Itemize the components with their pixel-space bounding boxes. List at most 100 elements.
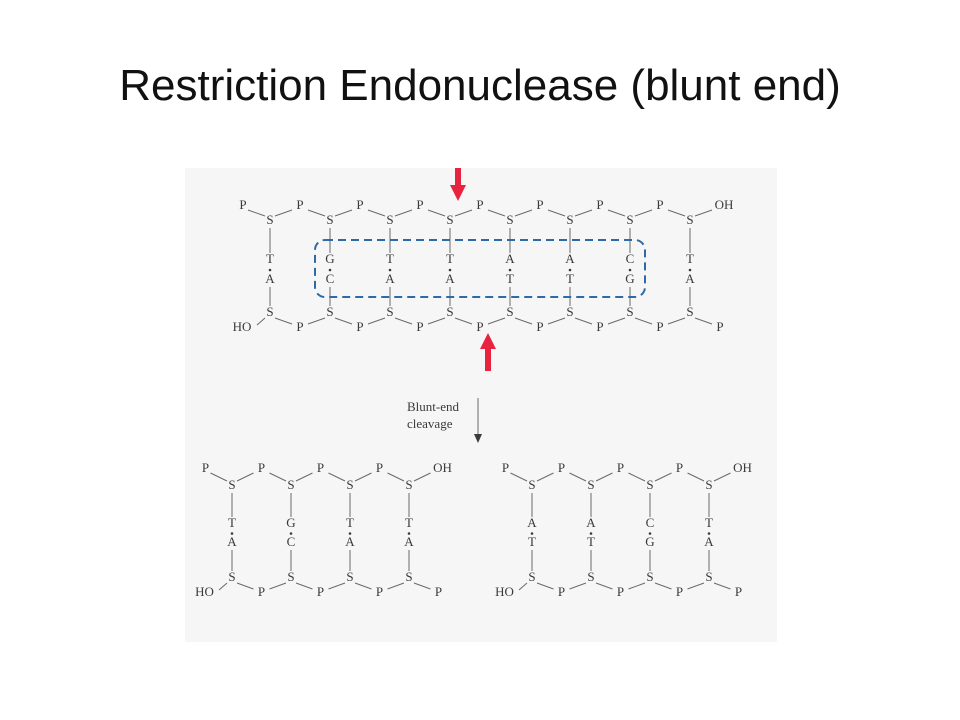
original-base-top: T — [386, 251, 394, 266]
original-base-bottom: A — [265, 271, 275, 286]
fragment-right-sugar-label: S — [587, 477, 594, 492]
original-backbone-bond — [634, 209, 653, 217]
original-backbone-bond — [307, 209, 326, 217]
fragment-left-backbone-bond — [295, 582, 313, 590]
original-phosphate-label: P — [476, 197, 483, 212]
fragment-left-sugar-label: S — [346, 477, 353, 492]
fragment-right-backbone-bond — [569, 582, 587, 590]
original-backbone-bond — [547, 317, 566, 325]
original-sugar-label: S — [566, 212, 573, 227]
original-sugar-label: S — [386, 304, 393, 319]
original-backbone-bond — [667, 209, 686, 217]
fragment-right-sugar-label: S — [587, 569, 594, 584]
original-sugar-label: S — [266, 212, 273, 227]
fragment-left-backbone-bond — [328, 582, 346, 590]
fragment-right-phosphate-label: P — [676, 584, 683, 599]
fragment-left-base-bottom: A — [404, 534, 414, 549]
fragment-left-backbone-bond — [210, 472, 228, 482]
fragment-left-hydroxyl-label: HO — [195, 584, 214, 599]
fragment-right-hydrogen-bond-dot — [648, 532, 652, 535]
fragment-left-base-top: T — [228, 515, 236, 530]
original-hydrogen-bond-dot — [568, 268, 572, 272]
original-backbone-bond — [334, 209, 353, 217]
fragment-left-phosphate-label: P — [317, 460, 324, 475]
fragment-left-phosphate-label: P — [202, 460, 209, 475]
original-sugar-label: S — [266, 304, 273, 319]
fragment-right-backbone-bond — [654, 582, 672, 590]
original-hydrogen-bond-dot — [508, 268, 512, 272]
cut-arrow-top — [450, 168, 466, 201]
original-backbone-bond — [307, 317, 326, 325]
original-hydrogen-bond-dot — [388, 268, 392, 272]
original-base-top: A — [565, 251, 575, 266]
fragment-right-backbone-bond — [687, 582, 705, 590]
fragment-right-sugar-label: S — [646, 569, 653, 584]
original-phosphate-label: P — [296, 319, 303, 334]
original-backbone-bond — [367, 209, 386, 217]
fragment-right-sugar-label: S — [705, 477, 712, 492]
fragment-right-backbone-bond — [713, 472, 731, 482]
fragment-right-backbone-bond — [687, 472, 705, 482]
fragment-left-sugar-label: S — [287, 477, 294, 492]
fragment-left-sugar-label: S — [346, 569, 353, 584]
fragment-left-phosphate-label: P — [376, 460, 383, 475]
fragment-right-base-top: C — [646, 515, 655, 530]
original-phosphate-label: P — [596, 319, 603, 334]
fragment-right-phosphate-label: P — [617, 584, 624, 599]
original-phosphate-label: P — [656, 197, 663, 212]
fragment-right-backbone-bond — [595, 582, 613, 590]
original-backbone-bond — [367, 317, 386, 325]
fragment-left-sugar-label: S — [287, 569, 294, 584]
fragment-right-base-bottom: G — [645, 534, 654, 549]
original-backbone-bond — [574, 209, 593, 217]
fragment-left-backbone-bond — [413, 472, 431, 482]
fragment-left-phosphate-label: P — [376, 584, 383, 599]
original-phosphate-label: P — [656, 319, 663, 334]
fragment-left-sugar-label: S — [405, 477, 412, 492]
fragment-left-backbone-bond — [236, 582, 254, 590]
fragment-right-backbone-bond — [654, 472, 672, 482]
original-phosphate-label: P — [596, 197, 603, 212]
fragment-left-sugar-label: S — [405, 569, 412, 584]
original-sugar-label: S — [446, 212, 453, 227]
original-backbone-bond — [514, 209, 533, 217]
fragment-left-base-bottom: A — [345, 534, 355, 549]
fragment-left-backbone-bond — [328, 472, 346, 482]
fragment-right-phosphate-label: P — [617, 460, 624, 475]
fragment-right-sugar-label: S — [528, 477, 535, 492]
original-sugar-label: S — [506, 212, 513, 227]
original-base-bottom: A — [685, 271, 695, 286]
original-hydrogen-bond-dot — [628, 268, 632, 272]
fragment-right-hydroxyl-label: HO — [495, 584, 514, 599]
fragment-left-hydrogen-bond-dot — [407, 532, 411, 535]
fragment-left-base-top: T — [346, 515, 354, 530]
fragment-right-phosphate-label: P — [558, 460, 565, 475]
fragment-right-phosphate-label: P — [502, 460, 509, 475]
cleavage-label-line1: Blunt-end — [407, 399, 459, 414]
fragment-right-sugar-label: S — [705, 569, 712, 584]
fragment-left-backbone-bond — [218, 582, 228, 591]
fragment-left-sugar-label: S — [228, 569, 235, 584]
original-base-top: T — [686, 251, 694, 266]
fragment-right-backbone-bond — [713, 582, 731, 590]
original-hydrogen-bond-dot — [448, 268, 452, 272]
fragment-right-base-top: A — [586, 515, 596, 530]
fragment-left-phosphate-label: P — [258, 460, 265, 475]
fragment-right-base-top: T — [705, 515, 713, 530]
dna-diagram: PSPTASPSPGCSPSPTASPSPTASPSPATSPSPATSPSPC… — [195, 168, 752, 599]
fragment-left-base-top: T — [405, 515, 413, 530]
original-backbone-bond — [427, 317, 446, 325]
fragment-left-backbone-bond — [387, 582, 405, 590]
original-backbone-bond — [547, 209, 566, 217]
fragment-right-hydroxyl-label: OH — [733, 460, 752, 475]
cleavage-arrow-head — [474, 434, 482, 443]
original-base-bottom: A — [385, 271, 395, 286]
fragment-left-base-bottom: A — [227, 534, 237, 549]
original-sugar-label: S — [506, 304, 513, 319]
fragment-left-backbone-bond — [413, 582, 431, 590]
fragment-left-base-bottom: C — [287, 534, 296, 549]
original-phosphate-label: P — [536, 319, 543, 334]
fragment-right-sugar-label: S — [646, 477, 653, 492]
cut-arrow-bottom — [480, 333, 496, 371]
original-backbone-bond — [427, 209, 446, 217]
